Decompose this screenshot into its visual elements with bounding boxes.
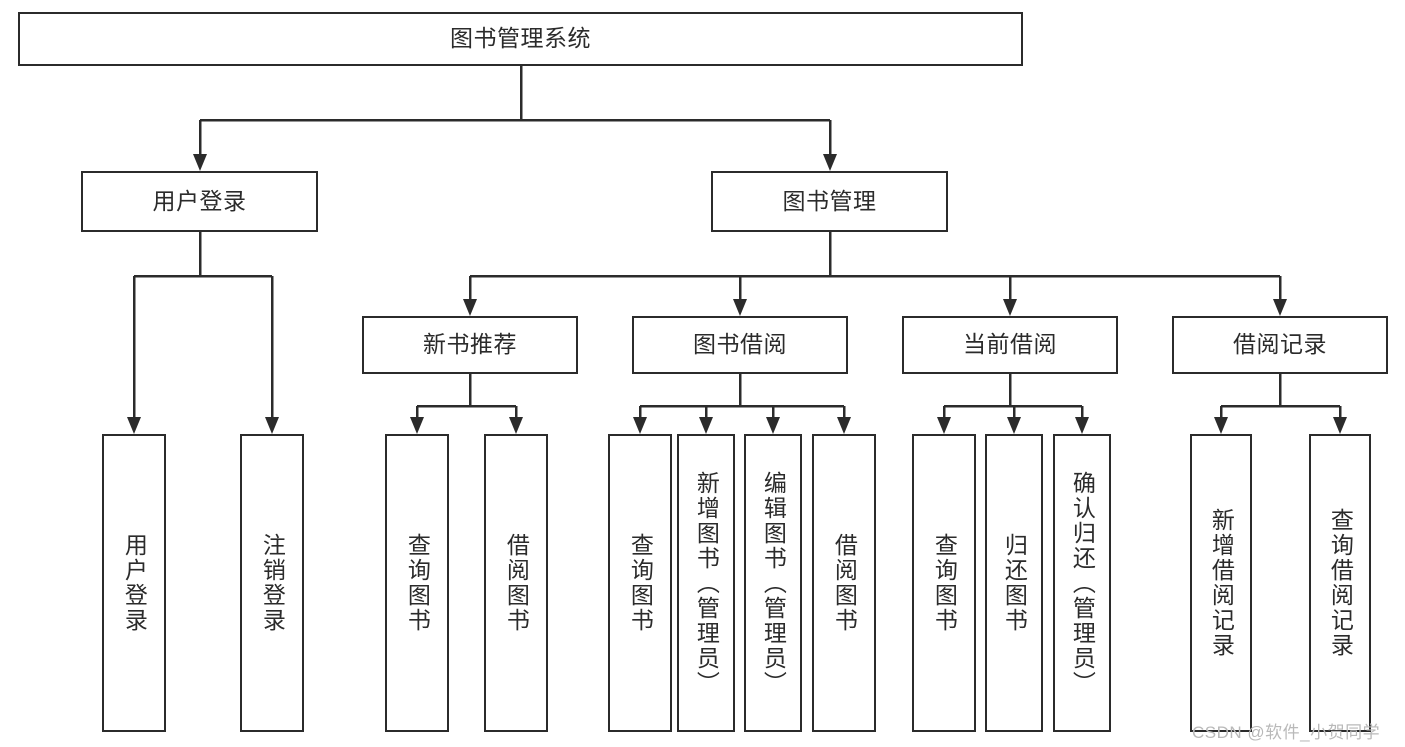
- node-label: 确认归还（管理员）: [1069, 470, 1096, 696]
- arrowhead-icon: [410, 417, 424, 434]
- node-leaf-logout: 注销登录: [240, 434, 304, 732]
- node-book-manage: 图书管理: [711, 171, 948, 232]
- node-label: 借阅图书: [831, 533, 858, 633]
- node-leaf-query-book-3: 查询图书: [912, 434, 976, 732]
- arrowhead-icon: [633, 417, 647, 434]
- node-label: 查询图书: [931, 533, 958, 633]
- arrowhead-icon: [509, 417, 523, 434]
- node-label: 图书管理系统: [450, 25, 591, 52]
- node-label: 查询借阅记录: [1327, 508, 1354, 658]
- node-borrow-record: 借阅记录: [1172, 316, 1388, 374]
- node-leaf-borrow-book-1: 借阅图书: [484, 434, 548, 732]
- node-leaf-edit-book: 编辑图书（管理员）: [744, 434, 802, 732]
- node-label: 新增借阅记录: [1208, 508, 1235, 658]
- node-label: 借阅记录: [1233, 331, 1327, 358]
- node-label: 编辑图书（管理员）: [760, 470, 787, 696]
- node-label: 新书推荐: [423, 331, 517, 358]
- arrowhead-icon: [699, 417, 713, 434]
- node-label: 查询图书: [404, 533, 431, 633]
- arrowhead-icon: [837, 417, 851, 434]
- arrowhead-icon: [823, 154, 837, 171]
- arrowhead-icon: [463, 299, 477, 316]
- arrowhead-icon: [937, 417, 951, 434]
- node-leaf-user-login: 用户登录: [102, 434, 166, 732]
- arrowhead-icon: [1003, 299, 1017, 316]
- arrowhead-icon: [1075, 417, 1089, 434]
- node-label: 查询图书: [627, 533, 654, 633]
- node-book-borrow: 图书借阅: [632, 316, 848, 374]
- node-label: 用户登录: [121, 533, 148, 633]
- arrowhead-icon: [1214, 417, 1228, 434]
- node-label: 图书借阅: [693, 331, 787, 358]
- node-current-borrow: 当前借阅: [902, 316, 1118, 374]
- arrowhead-icon: [1007, 417, 1021, 434]
- arrowhead-icon: [733, 299, 747, 316]
- arrowhead-icon: [265, 417, 279, 434]
- node-leaf-confirm-return: 确认归还（管理员）: [1053, 434, 1111, 732]
- node-new-book-rec: 新书推荐: [362, 316, 578, 374]
- node-label: 归还图书: [1001, 533, 1028, 633]
- node-label: 当前借阅: [963, 331, 1057, 358]
- node-leaf-query-book-1: 查询图书: [385, 434, 449, 732]
- node-leaf-add-book: 新增图书（管理员）: [677, 434, 735, 732]
- node-leaf-add-record: 新增借阅记录: [1190, 434, 1252, 732]
- node-root: 图书管理系统: [18, 12, 1023, 66]
- arrowhead-icon: [1273, 299, 1287, 316]
- node-label: 注销登录: [259, 533, 286, 633]
- arrowhead-icon: [1333, 417, 1347, 434]
- node-label: 新增图书（管理员）: [693, 470, 720, 696]
- node-leaf-query-record: 查询借阅记录: [1309, 434, 1371, 732]
- node-leaf-return-book: 归还图书: [985, 434, 1043, 732]
- node-user-login: 用户登录: [81, 171, 318, 232]
- arrowhead-icon: [766, 417, 780, 434]
- node-leaf-borrow-book-2: 借阅图书: [812, 434, 876, 732]
- node-leaf-query-book-2: 查询图书: [608, 434, 672, 732]
- arrowhead-icon: [127, 417, 141, 434]
- node-label: 用户登录: [152, 187, 247, 214]
- watermark-text: CSDN @软件_小贺同学: [1192, 723, 1381, 742]
- node-label: 图书管理: [782, 187, 877, 214]
- node-label: 借阅图书: [503, 533, 530, 633]
- arrowhead-icon: [193, 154, 207, 171]
